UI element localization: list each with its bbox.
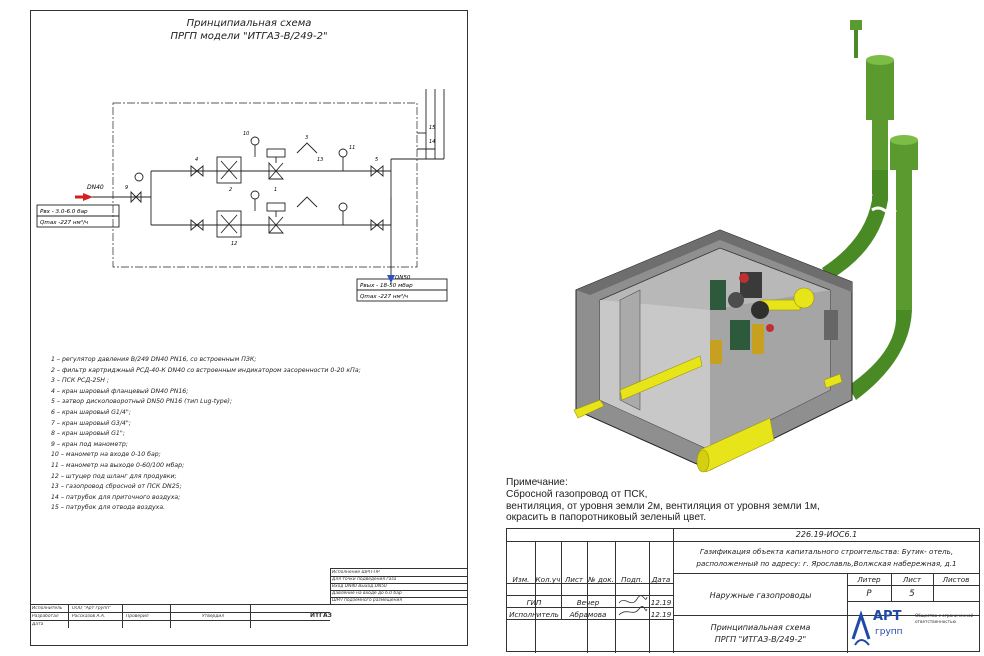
legend-item: 10 – манометр на входе 0-10 бар;: [51, 451, 161, 459]
callout-number: 1: [274, 187, 277, 193]
project-line2: расположенный по адресу: г. Ярославль,Во…: [696, 559, 957, 568]
legend-item: 15 – патрубок для отвода воздуха.: [51, 504, 166, 512]
stamp-note: Исполнение ШРП-ПР: [332, 570, 380, 575]
stamp-row-label: Дата: [32, 622, 44, 627]
company-sub: групп: [875, 627, 903, 637]
header-cell: Подп.: [621, 575, 643, 584]
sheet-title-line1: Принципиальная схема: [710, 623, 811, 632]
callout-number: 3: [305, 135, 308, 141]
legend-item: 2 – фильтр картриджный РСД-40-К DN40 со …: [51, 366, 361, 374]
company-desc: Общество с ограниченной ответственностью: [915, 613, 974, 624]
callout-number: 11: [349, 145, 355, 151]
outlet-flow: Qmax -227 нм³/ч: [360, 293, 409, 300]
callout-number: 5: [375, 157, 378, 163]
legend-item: 14 – патрубок для приточного воздуха;: [51, 493, 181, 501]
legend-item: 11 – манометр на выходе 0-60/100 мбар;: [51, 461, 185, 469]
sheet-value: 5: [909, 589, 915, 599]
legend-item: 5 – затвор дископоворотный DN50 PN16 (ти…: [51, 398, 233, 406]
scheme-title-line2: ПРГП модели "ИТГАЗ-В/249-2": [170, 31, 328, 42]
stamp-note: Вход DN40 Выход DN50: [332, 584, 387, 589]
scheme-sheet: Принципиальная схема ПРГП модели "ИТГАЗ-…: [30, 10, 468, 646]
legend-item: 13 – газопровод сбросной от ПСК DN25;: [51, 483, 182, 491]
outlet-pressure: Рвых - 18-50 мбар: [360, 283, 413, 289]
project-line1: Газификация объекта капитального строите…: [699, 547, 954, 556]
role-cell: Исполнитель: [509, 610, 559, 619]
stamp-checked: Проверил: [126, 614, 149, 619]
callout-number: 14: [429, 139, 435, 145]
stamp-note: Давление на входе до 6.0 бар: [332, 591, 402, 596]
regulator-assembly: [710, 272, 774, 364]
inlet-flow: Qmax -227 нм³/ч: [40, 219, 89, 226]
stamp-org: ООО "Арт групп": [72, 606, 111, 611]
legend-list: 1 – регулятор давления В/249 DN40 PN16, …: [51, 355, 461, 514]
stamp-note: ШРП подземного размещения: [332, 598, 402, 603]
section-title: Наружные газопроводы: [709, 591, 812, 600]
note-line: вентиляция, от уровня земли 2м, вентиляц…: [506, 500, 820, 512]
cabinet-3d-render: [573, 20, 918, 473]
note-line: окрасить в папоротниковый зеленый цвет.: [506, 512, 707, 524]
stamp-row-label: Исполнитель: [32, 606, 63, 611]
signature-marks: [618, 595, 648, 616]
legend-item: 4 – кран шаровый фланцевый DN40 PN16;: [51, 387, 189, 395]
legend-item: 12 – штуцер под шланг для продувки;: [51, 472, 177, 480]
scheme-title-line1: Принципиальная схема: [186, 18, 312, 29]
sheet-title-line2: ПРГП "ИТГАЗ-В/249-2": [714, 635, 807, 644]
callout-number: 13: [317, 157, 323, 163]
note-line: Сбросной газопровод от ПСК,: [506, 488, 648, 500]
outlet-arrow: [387, 275, 395, 283]
inlet-label: DN40: [87, 184, 104, 191]
title-block: 226.19-ИОС6.1 Газификация объекта капита…: [506, 528, 980, 653]
legend-item: 3 – ПСК РСД-25Н ;: [51, 377, 109, 385]
callout-number: 4: [195, 157, 198, 163]
stage-header: Листов: [942, 575, 970, 584]
legend-item: 9 – кран под манометр;: [51, 440, 128, 448]
doc-code: 226.19-ИОС6.1: [795, 530, 858, 539]
inlet-pressure: Рвх - 3.0-6.0 бар: [40, 209, 88, 215]
stage-header: Литер: [857, 575, 881, 584]
company-name: АРТ: [873, 609, 902, 624]
header-cell: Дата: [651, 575, 671, 584]
name-cell: Вечер: [576, 598, 600, 607]
date-cell: 12.19: [650, 610, 672, 619]
name-cell: Абрамова: [569, 610, 607, 619]
header-cell: Кол.уч: [535, 575, 561, 584]
left-stamp: Исполнение ШРП-ПР Для точки подведения г…: [30, 568, 468, 646]
stage-value: Р: [866, 589, 872, 599]
inlet-arrow: [83, 193, 93, 201]
date-cell: 12.19: [650, 598, 672, 607]
pipeline-schematic: DN40 DN50 Рвх - 3.0-6.0 бар Qmax -227 нм…: [36, 89, 448, 302]
header-cell: № док.: [588, 575, 614, 584]
stamp-approved: Утвердил: [202, 614, 225, 619]
logo-mark-icon: [851, 610, 871, 646]
stamp-note: Для точки подведения газа: [332, 577, 397, 582]
legend-item: 7 – кран шаровый G3/4";: [51, 419, 131, 427]
stamp-row-label: Разработал: [32, 614, 59, 619]
gas-pipes: [573, 287, 843, 473]
header-cell: Изм.: [512, 575, 530, 584]
callout-number: 2: [229, 187, 232, 193]
vent-pipes: [822, 20, 918, 400]
stamp-developer: Рассказов А.А.: [72, 614, 106, 619]
legend-item: 6 – кран шаровый G1/4";: [51, 408, 131, 416]
stamp-brand: ИТГАЗ: [310, 612, 332, 619]
legend-item: 8 – кран шаровый G1";: [51, 430, 125, 438]
callout-number: 12: [231, 241, 237, 247]
header-cell: Лист: [564, 575, 584, 584]
callout-number: 15: [429, 125, 435, 131]
scheme-title: Принципиальная схема ПРГП модели "ИТГАЗ-…: [31, 17, 467, 43]
callout-number: 9: [125, 185, 128, 191]
outlet-label: DN50: [395, 275, 411, 281]
legend-item: 1 – регулятор давления В/249 DN40 PN16, …: [51, 356, 257, 363]
role-cell: ГИП: [526, 598, 542, 607]
company-logo: АРТ групп Общество с ограниченной ответс…: [851, 607, 977, 649]
note-block: Примечание: Сбросной газопровод от ПСК, …: [506, 477, 876, 524]
note-title: Примечание:: [506, 477, 568, 488]
callout-number: 10: [243, 131, 249, 137]
stage-header: Лист: [902, 575, 922, 584]
